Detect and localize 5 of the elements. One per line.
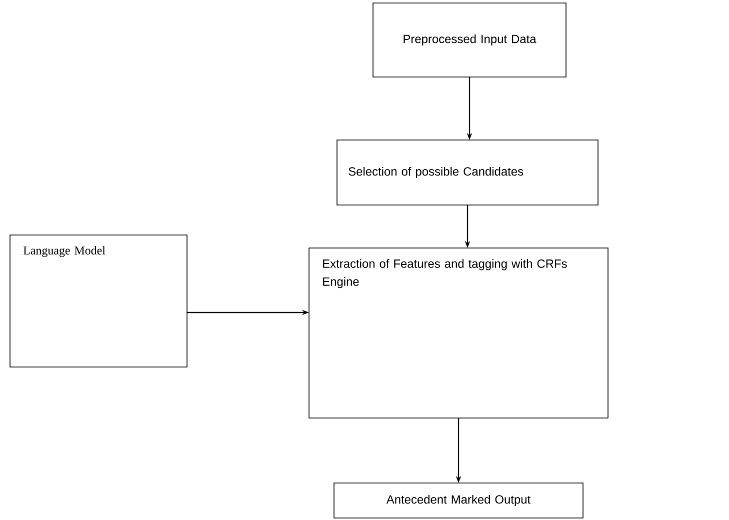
process-box: Language Model <box>10 234 188 368</box>
process-box: Selection of possible Candidates <box>336 140 598 206</box>
process-box: Antecedent Marked Output <box>334 482 584 518</box>
process-box: Extraction of Features and tagging with CRFs Engine <box>308 248 608 418</box>
process-box: Preprocessed Input Data <box>372 2 566 78</box>
